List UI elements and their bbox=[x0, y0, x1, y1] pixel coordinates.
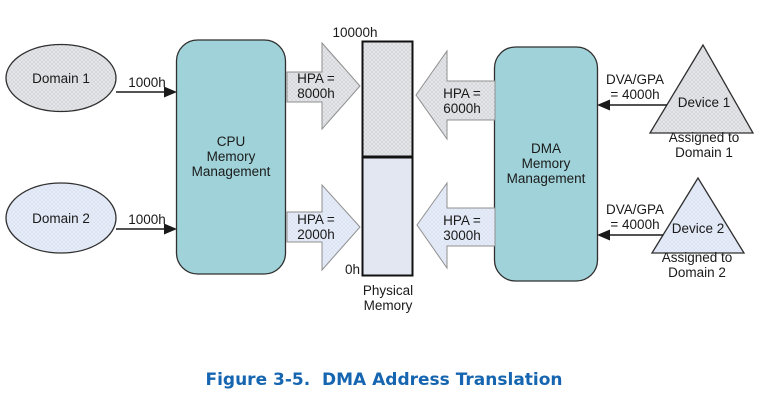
dma-memory-management-label: DMA Memory Management bbox=[506, 141, 586, 186]
device1-dva-label: DVA/GPA = 4000h bbox=[605, 72, 664, 102]
figure-caption: Figure 3-5. DMA Address Translation bbox=[205, 370, 563, 390]
domain2-label: Domain 2 bbox=[32, 211, 90, 226]
arrowhead-left-icon bbox=[597, 99, 610, 111]
arrowhead-left-icon bbox=[597, 229, 610, 241]
hpa-3000-arrow-icon bbox=[416, 181, 496, 270]
domain2-ellipse bbox=[5, 182, 117, 254]
domain1-label: Domain 1 bbox=[32, 71, 90, 86]
domain2-address-label: 1000h bbox=[128, 212, 166, 227]
memory-top-address-label: 10000h bbox=[332, 25, 378, 40]
device2-label: Device 2 bbox=[671, 221, 725, 236]
hpa-6000-label: HPA = 6000h bbox=[443, 86, 481, 116]
device2-dva-label: DVA/GPA = 4000h bbox=[605, 202, 664, 232]
device2-assignment-label: Assigned to Domain 2 bbox=[661, 250, 733, 280]
dma-memory-management-box bbox=[493, 46, 599, 282]
memory-low-region bbox=[363, 157, 412, 275]
hpa-8000-arrow-icon bbox=[286, 41, 361, 131]
memory-high-region bbox=[363, 42, 412, 157]
device1-assignment-label: Assigned to Domain 1 bbox=[668, 130, 740, 160]
hpa-8000-label: HPA = 8000h bbox=[297, 71, 335, 101]
hpa-2000-label: HPA = 2000h bbox=[297, 212, 335, 242]
cpu-memory-management-label: CPU Memory Management bbox=[191, 134, 271, 179]
domain1-ellipse bbox=[5, 43, 117, 113]
hpa-3000-label: HPA = 3000h bbox=[443, 213, 481, 243]
arrowhead-right-icon bbox=[164, 86, 177, 98]
device2-triangle bbox=[650, 176, 746, 254]
arrowhead-right-icon bbox=[164, 223, 177, 235]
device1-triangle bbox=[648, 43, 755, 134]
hpa-6000-arrow-icon bbox=[415, 49, 496, 141]
domain1-address-label: 1000h bbox=[128, 75, 166, 90]
cpu-memory-management-box bbox=[175, 39, 287, 275]
device1-label: Device 1 bbox=[677, 95, 731, 110]
physical-memory-label: Physical Memory bbox=[362, 283, 414, 313]
hpa-2000-arrow-icon bbox=[286, 183, 361, 272]
memory-bottom-address-label: 0h bbox=[344, 262, 360, 277]
